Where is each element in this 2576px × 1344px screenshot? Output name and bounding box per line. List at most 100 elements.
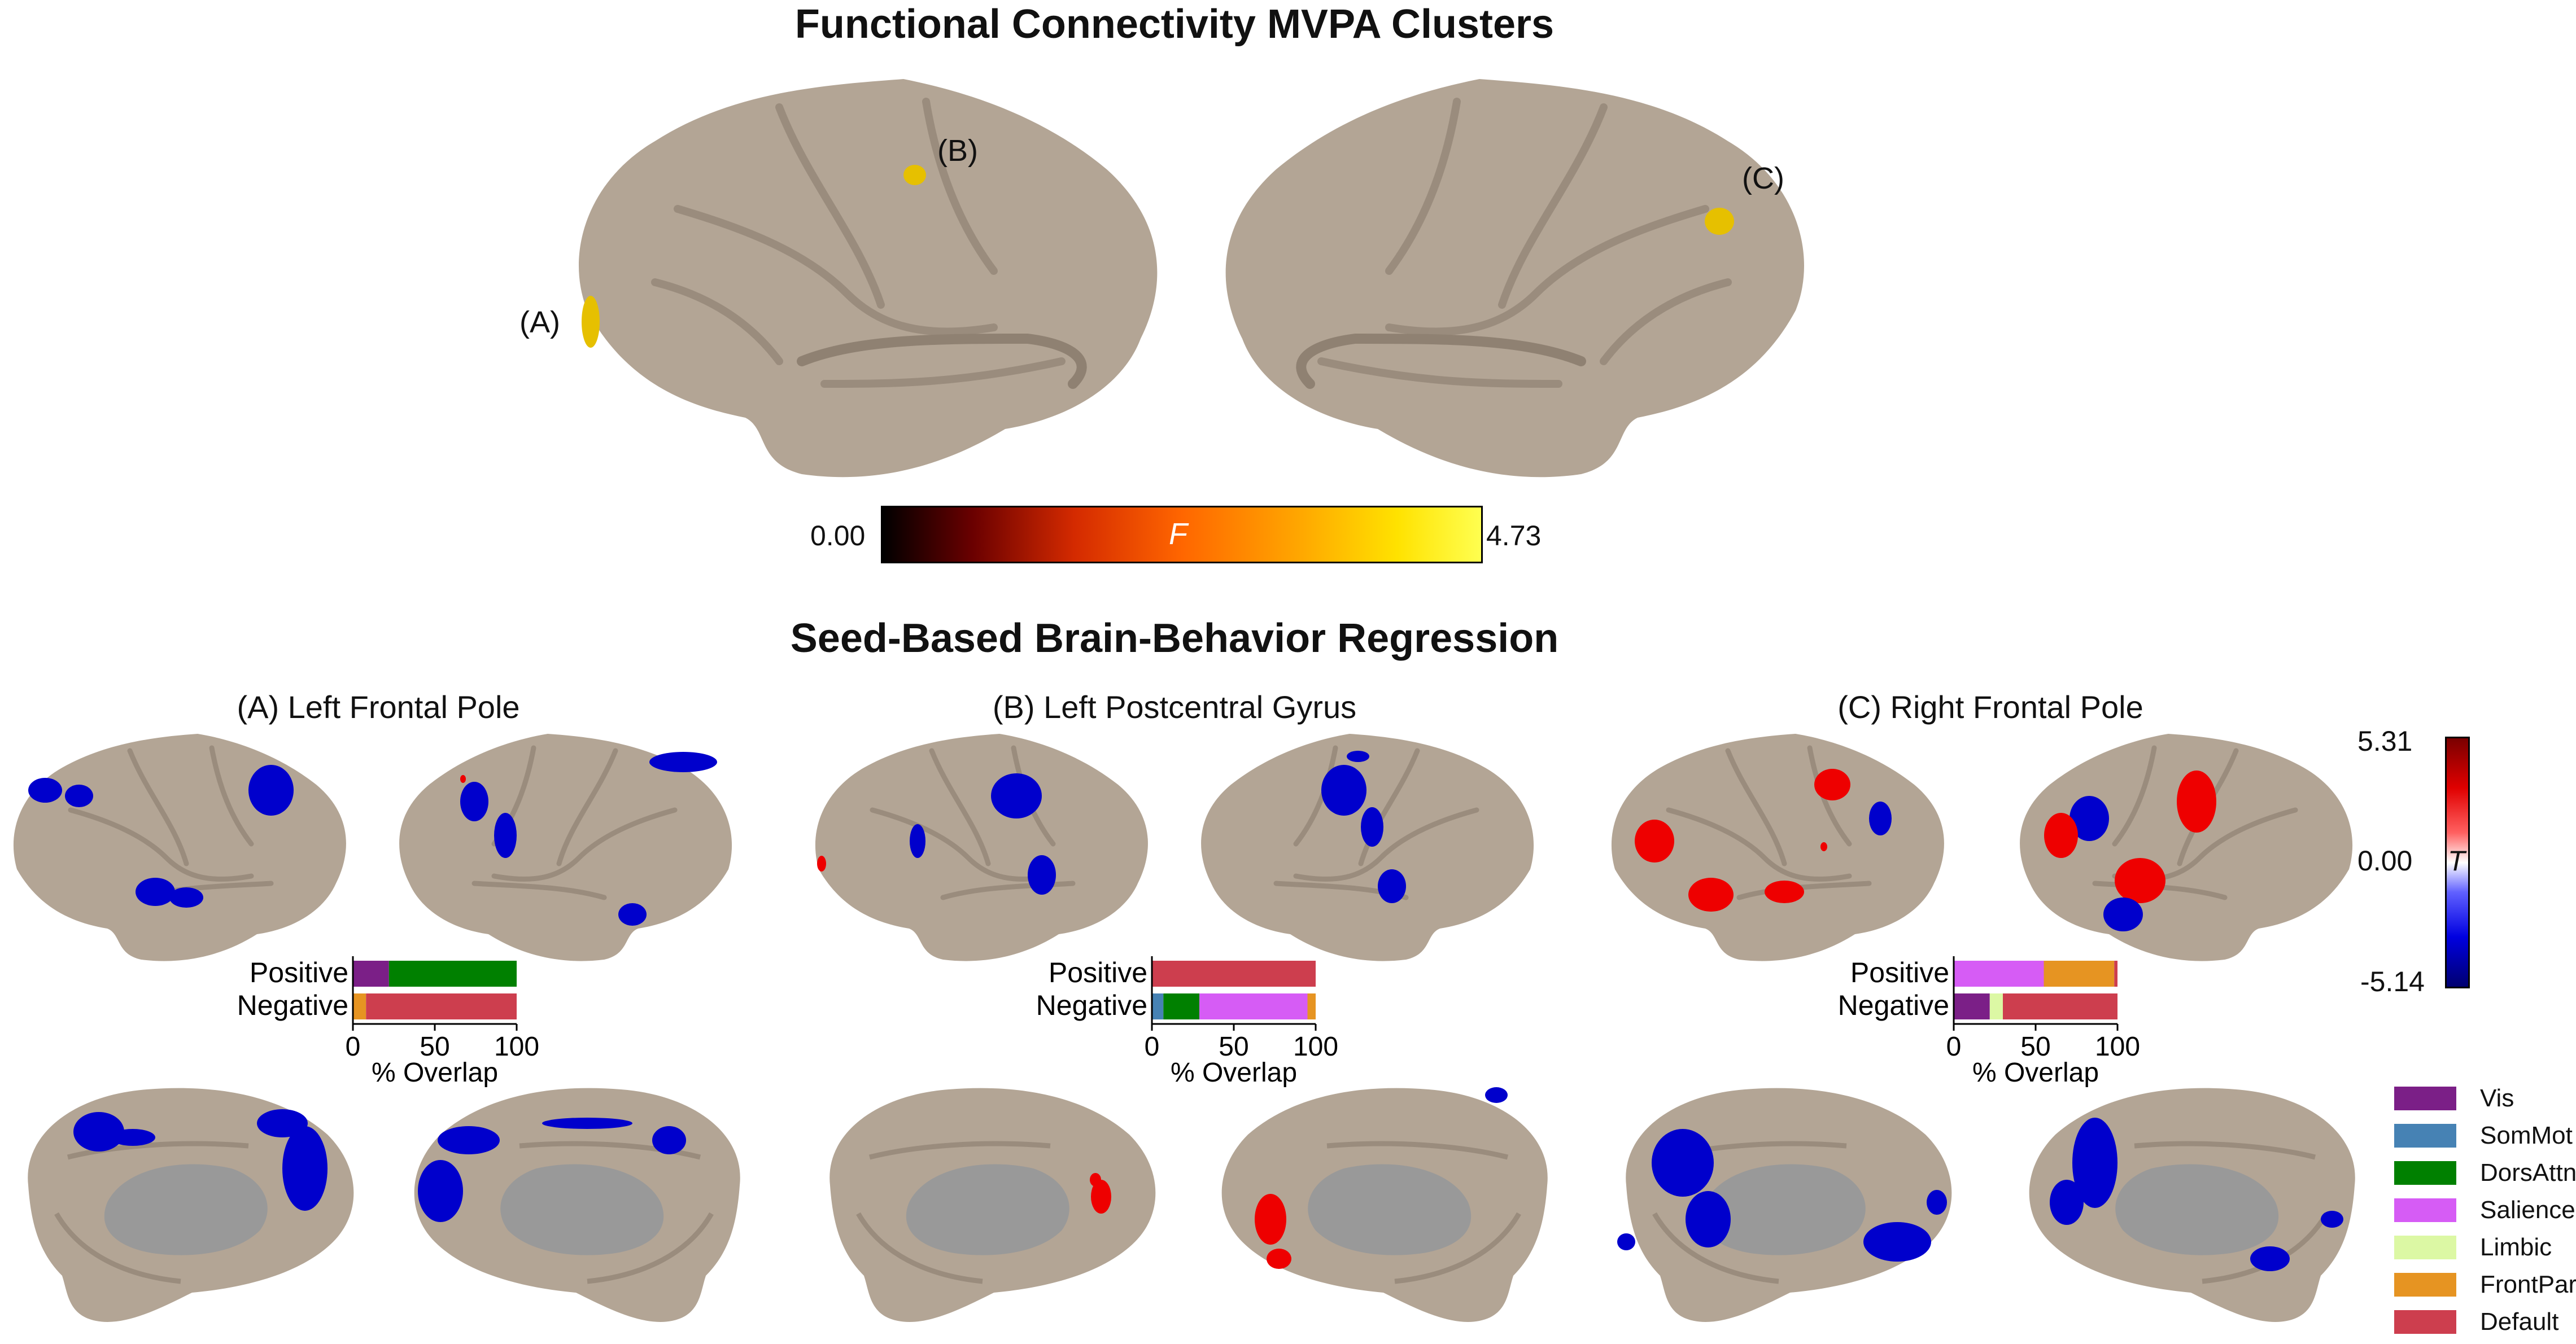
- activation-blob-3: [282, 1126, 328, 1211]
- cluster-label-a: (A): [519, 305, 560, 339]
- activation-blob-3: [618, 903, 647, 926]
- activation-blob-2: [2050, 1180, 2084, 1225]
- activation-blob-4: [2044, 813, 2078, 858]
- x-axis-label: % Overlap: [372, 1058, 498, 1088]
- mvpa-left-lateral-brain: [579, 79, 1158, 478]
- bar-segment-dorsattn: [388, 961, 517, 987]
- lateral-brain-3: [815, 734, 1148, 961]
- legend-label: Salience: [2480, 1196, 2575, 1224]
- activation-blob-2: [110, 1129, 155, 1146]
- activation-blob-3: [2115, 858, 2165, 903]
- activation-blob-2: [65, 785, 93, 807]
- axis-tick-label: 100: [1293, 1032, 1338, 1062]
- t-colorbar-symbol: T: [2448, 845, 2465, 877]
- lateral-brain-5: [1611, 734, 1944, 961]
- t-colorbar-max: 5.31: [2357, 725, 2413, 757]
- activation-blob-1: [1255, 1194, 1286, 1245]
- legend-item-limbic: Limbic: [2394, 1233, 2552, 1262]
- medial-brain-4: [1221, 1087, 1548, 1322]
- mvpa-right-lateral-brain: [1225, 79, 1804, 478]
- bar-segment-default: [2114, 961, 2117, 987]
- legend-item-default: Default: [2394, 1307, 2558, 1337]
- legend-swatch: [2394, 1273, 2456, 1297]
- activation-blob-2: [910, 824, 925, 858]
- activation-blob-1: [1091, 1180, 1111, 1214]
- activation-blob-3: [1028, 855, 1056, 895]
- activation-blob-5: [1869, 802, 1892, 835]
- axis-tick-label: 50: [1219, 1032, 1248, 1062]
- panel-b-title: (B) Left Postcentral Gyrus: [992, 689, 1357, 725]
- activation-blob-2: [494, 813, 517, 858]
- legend-label: SomMot: [2480, 1122, 2573, 1149]
- activation-blob-1: [1635, 820, 1674, 863]
- activation-blob-1: [2072, 1118, 2117, 1208]
- f-colorbar-min: 0.00: [810, 520, 866, 551]
- bar-segment-vis: [1954, 993, 1990, 1019]
- activation-blob-4: [136, 878, 175, 906]
- legend-label: FrontPar: [2480, 1271, 2576, 1298]
- medial-brain-1: [28, 1088, 354, 1322]
- bar-segment-default: [2003, 993, 2117, 1019]
- activation-blob-3: [1378, 869, 1406, 903]
- cluster-c-blob: [1705, 208, 1734, 235]
- activation-blob-4: [1863, 1222, 1931, 1262]
- negative-row-label: Negative: [1036, 990, 1147, 1021]
- activation-blob-2: [2177, 770, 2216, 833]
- medial-brain-6: [2029, 1088, 2355, 1322]
- legend-item-salience: Salience: [2394, 1196, 2575, 1225]
- legend-swatch: [2394, 1087, 2456, 1110]
- positive-row-label: Positive: [1049, 957, 1147, 988]
- activation-blob-1: [460, 782, 488, 821]
- activation-blob-1: [418, 1160, 463, 1222]
- activation-blob-3: [1485, 1087, 1508, 1103]
- activation-blob-5: [460, 775, 466, 783]
- legend-swatch: [2394, 1161, 2456, 1185]
- activation-blob-2: [1090, 1173, 1101, 1187]
- legend-item-frontpar: FrontPar: [2394, 1270, 2576, 1299]
- activation-blob-1: [991, 773, 1042, 818]
- regression-title: Seed-Based Brain-Behavior Regression: [790, 616, 1559, 661]
- activation-blob-5: [169, 887, 203, 908]
- axis-tick-label: 0: [1946, 1032, 1962, 1062]
- activation-blob-2: [438, 1126, 500, 1154]
- activation-blob-4: [2321, 1211, 2343, 1228]
- lateral-brain-4: [1201, 734, 1534, 961]
- axis-tick-label: 0: [1145, 1032, 1160, 1062]
- bar-segment-frontpar: [353, 993, 366, 1019]
- legend-swatch: [2394, 1198, 2456, 1222]
- axis-tick-label: 50: [2020, 1032, 2050, 1062]
- bar-segment-limbic: [1989, 993, 2003, 1019]
- f-colorbar-max: 4.73: [1486, 520, 1542, 551]
- t-colorbar-mid: 0.00: [2357, 845, 2413, 877]
- t-colorbar: [2445, 737, 2470, 988]
- axis-tick-label: 0: [346, 1032, 361, 1062]
- positive-row-label: Positive: [250, 957, 348, 988]
- mvpa-title: Functional Connectivity MVPA Clusters: [794, 2, 1555, 47]
- activation-blob-3: [652, 1126, 686, 1154]
- medial-brain-2: [414, 1088, 740, 1322]
- bar-segment-frontpar: [1307, 993, 1316, 1019]
- activation-blob-1: [1321, 765, 1366, 816]
- t-colorbar-min: -5.14: [2360, 966, 2425, 997]
- legend-item-vis: Vis: [2394, 1084, 2514, 1113]
- legend-item-sommot: SomMot: [2394, 1121, 2573, 1150]
- activation-blob-4: [817, 856, 826, 872]
- bar-segment-default: [366, 993, 517, 1019]
- axis-tick-label: 50: [420, 1032, 449, 1062]
- activation-blob-1: [1652, 1129, 1714, 1197]
- f-colorbar: [881, 506, 1483, 563]
- bar-segment-salience: [1954, 961, 2044, 987]
- activation-blob-5: [2103, 898, 2143, 931]
- cluster-label-b: (B): [937, 134, 978, 168]
- legend-swatch: [2394, 1236, 2456, 1259]
- bar-segment-sommot: [1152, 993, 1164, 1019]
- legend-item-dorsattn: DorsAttn: [2394, 1158, 2576, 1188]
- axis-tick-label: 100: [494, 1032, 539, 1062]
- lateral-brain-1: [13, 734, 346, 961]
- x-axis-label: % Overlap: [1972, 1058, 2099, 1088]
- medial-brain-5: [1617, 1088, 1952, 1322]
- lateral-brain-6: [2020, 734, 2353, 961]
